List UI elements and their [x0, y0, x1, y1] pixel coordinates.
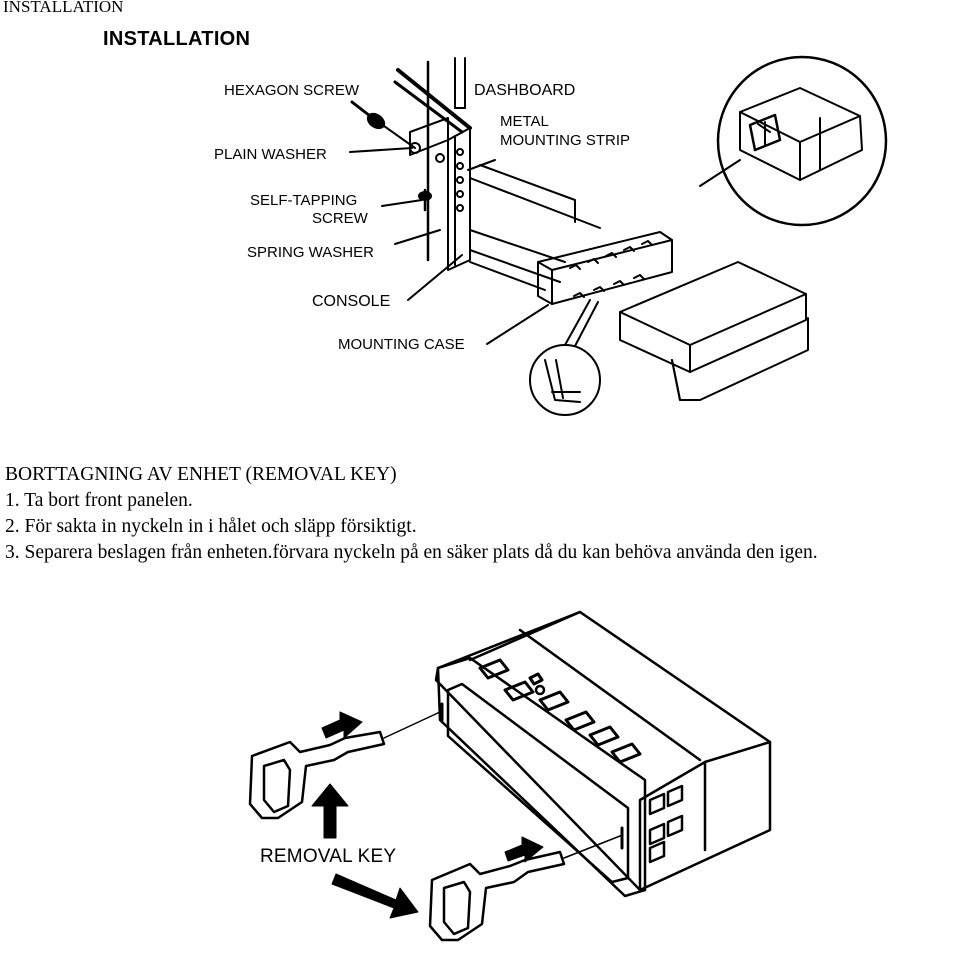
label-plain-washer: PLAIN WASHER [214, 146, 327, 163]
removal-key-label: REMOVAL KEY [260, 846, 397, 867]
instructions-heading: BORTTAGNING AV ENHET (REMOVAL KEY) [5, 464, 397, 485]
label-self-tapping: SELF-TAPPING [250, 192, 358, 209]
label-hexagon-screw: HEXAGON SCREW [224, 82, 360, 99]
label-mounting-strip: MOUNTING STRIP [500, 132, 630, 149]
page-header: INSTALLATION [3, 0, 124, 16]
label-metal: METAL [500, 113, 549, 130]
label-screw: SCREW [312, 210, 368, 227]
instruction-step-2: 2. För sakta in nyckeln in i hålet och s… [5, 516, 417, 537]
instructions-block: BORTTAGNING AV ENHET (REMOVAL KEY) 1. Ta… [5, 462, 818, 566]
instruction-step-1: 1. Ta bort front panelen. [5, 490, 193, 511]
label-mounting-case: MOUNTING CASE [338, 336, 465, 353]
instruction-step-3: 3. Separera beslagen från enheten.förvar… [5, 542, 818, 563]
label-spring-washer: SPRING WASHER [247, 244, 374, 261]
label-console: CONSOLE [312, 293, 391, 310]
installation-figure-title: INSTALLATION [103, 28, 251, 50]
label-dashboard: DASHBOARD [474, 82, 576, 99]
